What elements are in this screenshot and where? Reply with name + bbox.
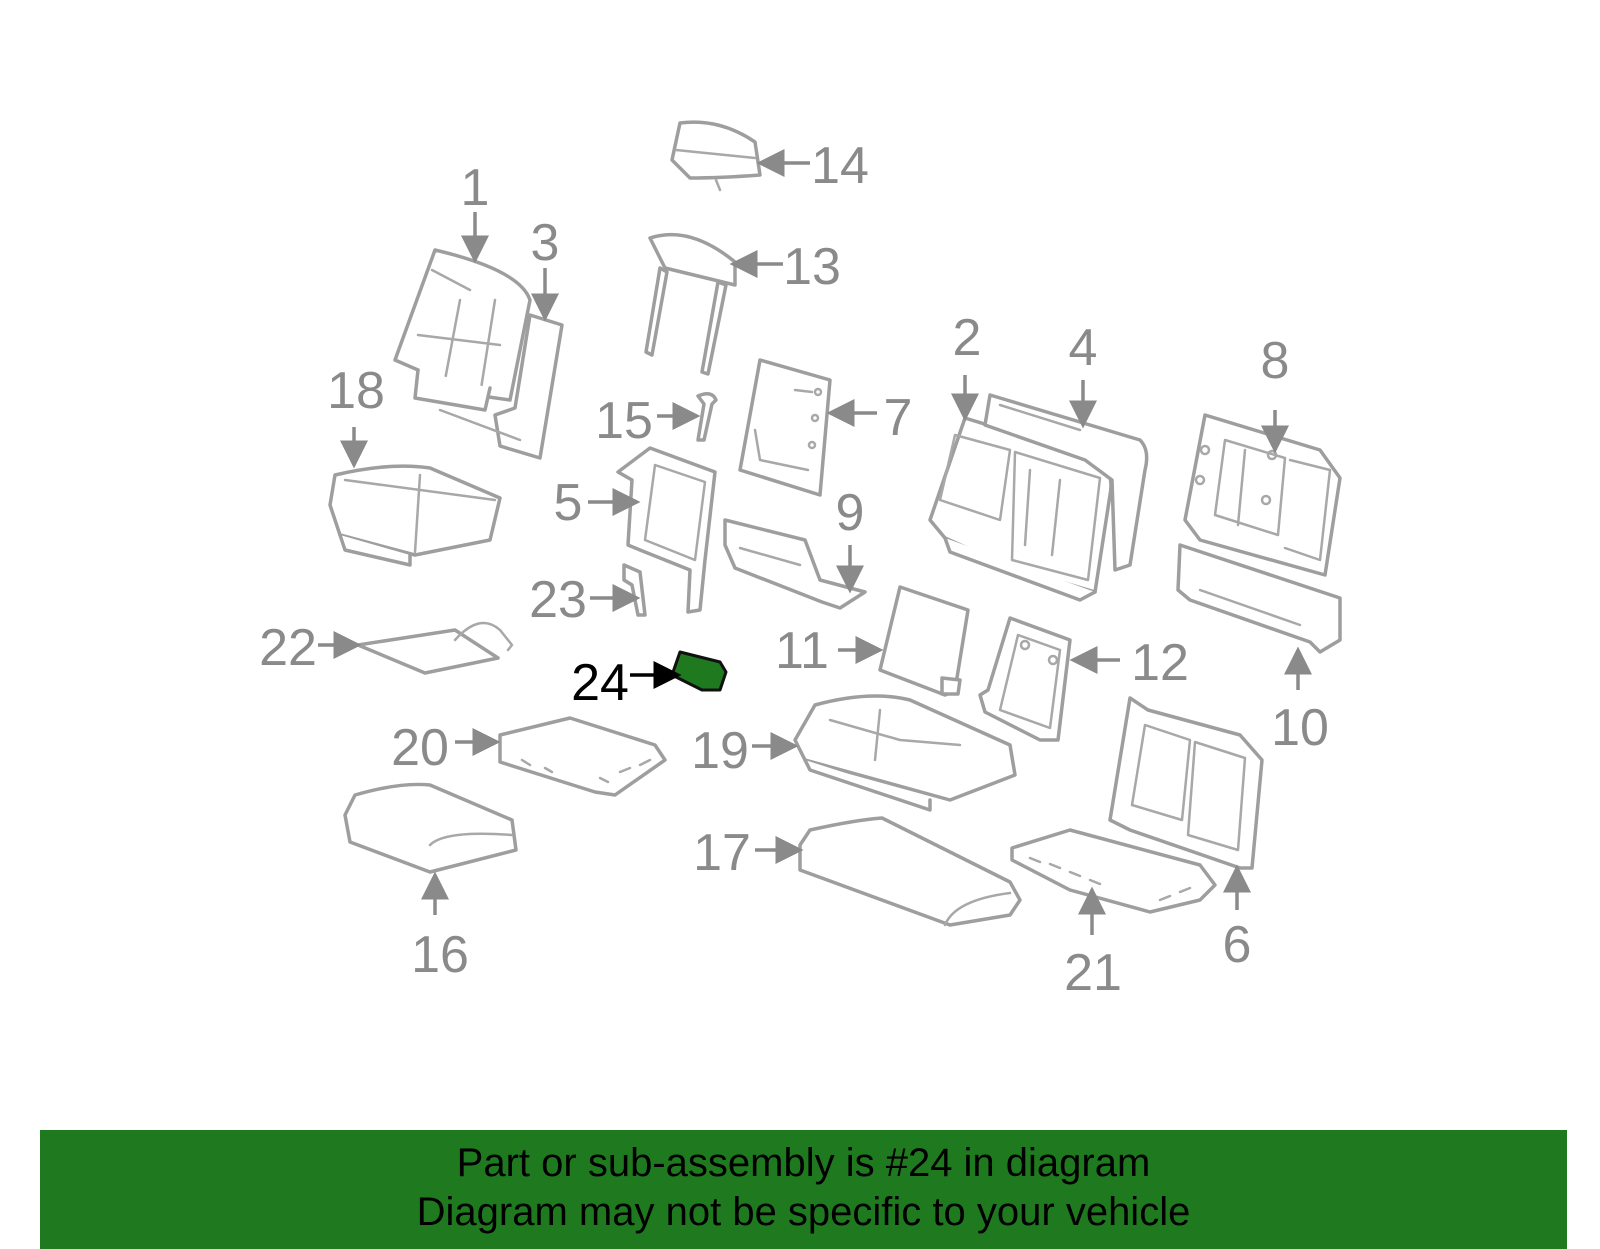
part-11-panel <box>878 585 970 697</box>
info-banner: Part or sub-assembly is #24 in diagram D… <box>40 1130 1567 1249</box>
part-5-frame <box>616 446 717 614</box>
part-23-bracket <box>622 563 647 617</box>
callout-22: 22 <box>259 619 317 677</box>
part-6-frame <box>1108 696 1264 870</box>
part-10-trim <box>1176 543 1342 654</box>
part-13-headrest <box>644 232 737 376</box>
part-19-cushion <box>793 694 1017 812</box>
part-7-back-panel <box>738 358 832 497</box>
part-22-heater-pad <box>356 621 514 675</box>
callout-4: 4 <box>1069 319 1098 377</box>
banner-line-disclaimer: Diagram may not be specific to your vehi… <box>416 1190 1191 1234</box>
callout-11: 11 <box>775 622 829 680</box>
part-24-highlighted <box>670 650 728 692</box>
callout-17: 17 <box>693 824 751 882</box>
part-3-back-panel <box>438 313 564 460</box>
callout-13: 13 <box>783 238 841 296</box>
part-14-headrest <box>670 120 762 192</box>
callout-19: 19 <box>691 722 749 780</box>
part-9-trim <box>723 518 867 610</box>
callout-5: 5 <box>554 474 583 532</box>
callout-21: 21 <box>1064 944 1122 1002</box>
callout-2: 2 <box>953 309 982 367</box>
leader-lines <box>318 149 1312 935</box>
callout-6: 6 <box>1223 916 1252 974</box>
part-2-seat-back <box>928 416 1113 602</box>
callout-1: 1 <box>461 159 490 217</box>
part-21-seat-pan <box>1010 828 1217 914</box>
part-20-seat-pan <box>498 716 667 797</box>
callout-14: 14 <box>811 137 869 195</box>
callout-18: 18 <box>327 362 385 420</box>
callout-9: 9 <box>836 484 865 542</box>
callout-7: 7 <box>884 389 913 447</box>
part-18-cushion <box>328 464 502 567</box>
callout-20: 20 <box>391 719 449 777</box>
part-8-frame <box>1183 413 1342 577</box>
callout-12: 12 <box>1131 634 1189 692</box>
part-15-guide <box>696 392 718 442</box>
callout-16: 16 <box>411 926 469 984</box>
callout-24-highlighted: 24 <box>571 654 629 712</box>
callout-10: 10 <box>1271 699 1329 757</box>
part-1-seat-back <box>393 248 532 412</box>
callout-3: 3 <box>531 214 560 272</box>
part-17-cushion <box>798 816 1022 927</box>
part-16-cushion <box>343 782 518 874</box>
callout-8: 8 <box>1261 332 1290 390</box>
part-12-panel <box>978 616 1072 742</box>
banner-line-part: Part or sub-assembly is #24 in diagram <box>456 1141 1151 1185</box>
callout-15: 15 <box>595 392 653 450</box>
callout-23: 23 <box>529 571 587 629</box>
part-4-seat-back-rear <box>983 393 1149 572</box>
